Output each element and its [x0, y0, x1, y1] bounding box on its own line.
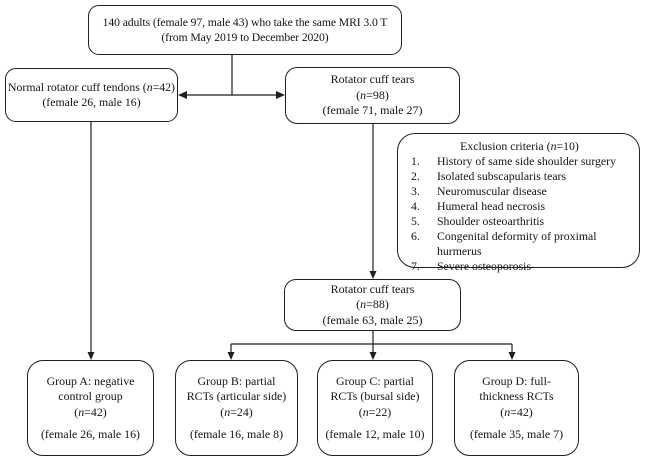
exclusion-item: 1. History of same side shoulder surgery [404, 154, 635, 169]
normal-tendons-box: Normal rotator cuff tendons (n=42) (fema… [5, 68, 178, 122]
arrowhead-down-rct88-icon [369, 271, 377, 279]
box-line: 140 adults (female 97, male 43) who take… [102, 15, 388, 29]
box-line: (female 63, male 25) [322, 312, 423, 327]
exclusion-item-number: 6. [411, 229, 420, 243]
box-line: (n=24) [220, 405, 253, 419]
arrowhead-down-group-a-icon [87, 352, 95, 360]
box-line: Normal rotator cuff tendons (n=42) [8, 79, 175, 94]
box-line: Rotator cuff tears [330, 72, 415, 87]
exclusion-item: 3. Neuromuscular disease [404, 184, 635, 199]
exclusion-item-number: 4. [411, 199, 420, 213]
box-line: (n=42) [500, 405, 533, 419]
box-line: (n=42) [74, 405, 107, 419]
group-a-box: Group A: negative control group (n=42) (… [27, 360, 154, 456]
arrowhead-right-icon [276, 91, 285, 99]
exclusion-item: 6. Congenital deformity of proximal hurm… [404, 229, 635, 259]
box-line: thickness RCTs [479, 389, 554, 404]
box-line: (n=22) [358, 405, 392, 419]
box-line: Rotator cuff tears [330, 281, 415, 296]
group-d-box: Group D: full- thickness RCTs (n=42) (fe… [454, 360, 579, 456]
group-c-box: Group C: partial RCTs (bursal side) (n=2… [317, 360, 433, 456]
exclusion-item-text: Neuromuscular disease [437, 184, 547, 198]
box-line: RCTs (articular side) [186, 389, 287, 404]
exclusion-item: 2. Isolated subscapularis tears [404, 169, 635, 184]
box-line: (from May 2019 to December 2020) [161, 31, 329, 44]
box-line: (female 35, male 7) [469, 426, 564, 441]
exclusion-criteria-box: Exclusion criteria (n=10) 1. History of … [397, 133, 640, 273]
box-line: control group [58, 389, 123, 404]
box-line: (female 12, male 10) [325, 426, 425, 441]
exclusion-title: Exclusion criteria (n=10) [460, 139, 579, 153]
box-line: (female 26, male 16) [40, 426, 141, 441]
box-line: (n=88) [356, 297, 389, 312]
box-line: (female 16, male 8) [189, 426, 284, 441]
exclusion-item: 7. Severe osteoporosis [404, 259, 635, 274]
exclusion-item: 4. Humeral head necrosis [404, 199, 635, 214]
box-line: RCTs (bursal side) [330, 389, 420, 404]
exclusion-item: 5. Shoulder osteoarthritis [404, 214, 635, 229]
rotator-cuff-tears-88-box: Rotator cuff tears (n=88) (female 63, ma… [284, 279, 461, 331]
exclusion-item-text: Shoulder osteoarthritis [437, 214, 545, 228]
arrowhead-left-icon [178, 91, 187, 99]
exclusion-item-number: 1. [411, 154, 420, 168]
box-line: (female 26, male 16) [42, 95, 141, 109]
exclusion-item-number: 7. [411, 259, 420, 273]
box-line: (female 71, male 27) [322, 103, 423, 118]
exclusion-item-text: History of same side shoulder surgery [437, 154, 616, 168]
box-line: Group A: negative [46, 373, 135, 388]
box-line: Group B: partial [197, 373, 276, 388]
exclusion-item-text: Humeral head necrosis [437, 199, 546, 213]
box-line: Group D: full- [482, 373, 551, 388]
exclusion-item-text: Congenital deformity of proximal hurmeru… [437, 229, 597, 258]
exclusion-item-number: 3. [411, 184, 420, 198]
group-b-box: Group B: partial RCTs (articular side) (… [175, 360, 298, 456]
box-line: Group C: partial [336, 373, 414, 388]
rotator-cuff-tears-98-box: Rotator cuff tears (n=98) (female 71, ma… [285, 67, 460, 124]
arrowhead-down-group-b-icon [227, 352, 235, 360]
exclusion-item-number: 5. [411, 214, 420, 228]
exclusion-item-text: Severe osteoporosis [437, 259, 532, 273]
exclusion-item-number: 2. [411, 169, 420, 183]
arrowhead-down-group-c-icon [369, 352, 377, 360]
study-population-box: 140 adults (female 97, male 43) who take… [88, 5, 402, 55]
arrowhead-down-group-d-icon [508, 352, 516, 360]
exclusion-item-text: Isolated subscapularis tears [437, 169, 567, 183]
box-line: (n=98) [356, 87, 389, 102]
